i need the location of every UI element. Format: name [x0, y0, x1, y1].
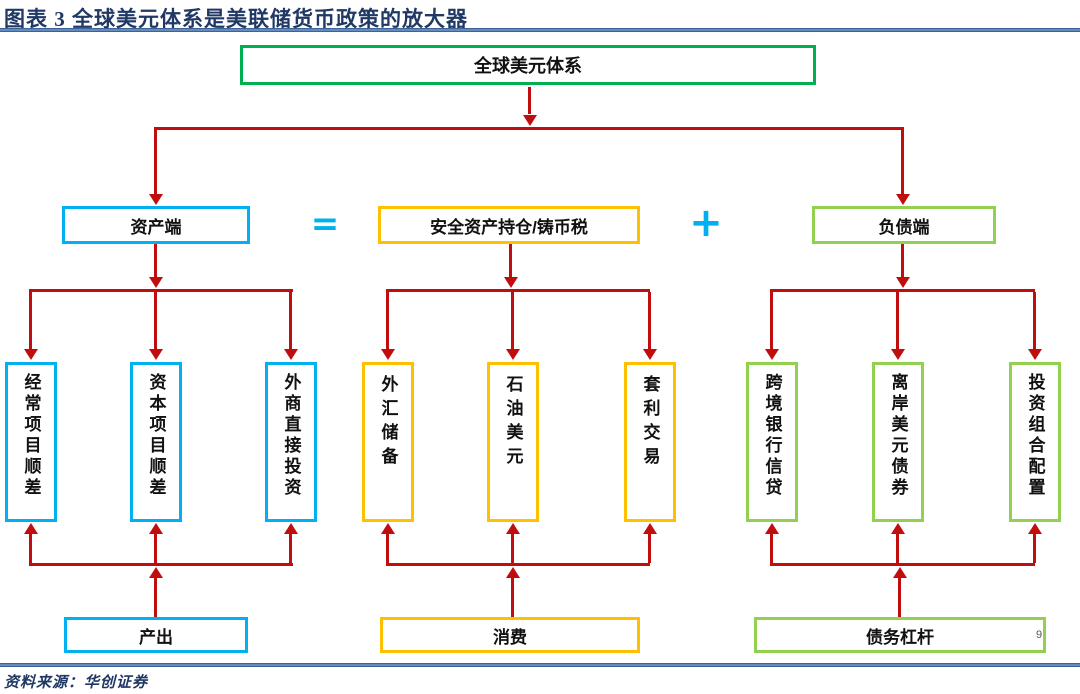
leverage-up-1-arrowhead: [765, 523, 779, 534]
output-collector-bar: [29, 563, 293, 566]
leverage-collector-bar: [770, 563, 1035, 566]
node-current-account-surplus: 经常项目顺差: [5, 362, 57, 522]
node-capital-account-surplus: 资本项目顺差: [130, 362, 182, 522]
connector-top-split: [154, 127, 904, 130]
consumption-up-2-arrowhead: [506, 523, 520, 534]
node-liability-side: 负债端: [812, 206, 996, 244]
equals-operator: =: [310, 204, 340, 244]
safe-asset-drop-1: [386, 292, 389, 349]
node-portfolio-allocation: 投资组合配置: [1009, 362, 1061, 522]
node-safe-asset-seigniorage: 安全资产持仓/铸币税: [378, 206, 640, 244]
asset-drop-3-arrowhead: [284, 349, 298, 360]
consumption-up-3: [648, 533, 651, 563]
arrowhead-top-stem: [523, 115, 537, 126]
node-petrodollar: 石油美元: [487, 362, 539, 522]
consumption-collector-bar: [386, 563, 650, 566]
node-debt-leverage: 债务杠杆: [754, 617, 1046, 653]
liability-drop-3: [1033, 292, 1036, 349]
liability-drop-3-arrowhead: [1028, 349, 1042, 360]
node-offshore-dollar-bonds: 离岸美元债券: [872, 362, 924, 522]
output-stem-arrowhead: [149, 567, 163, 578]
consumption-stem-arrowhead: [506, 567, 520, 578]
consumption-up-3-arrowhead: [643, 523, 657, 534]
asset-branch-bar: [29, 289, 293, 292]
safe-asset-branch-bar: [386, 289, 650, 292]
node-cross-border-bank-credit: 跨境银行信贷: [746, 362, 798, 522]
consumption-up-2: [511, 533, 514, 563]
liability-branch-stem: [901, 244, 904, 277]
liability-branch-stem-arrowhead: [896, 277, 910, 288]
figure-title: 图表 3 全球美元体系是美联储货币政策的放大器: [4, 7, 468, 31]
node-global-dollar-system: 全球美元体系: [240, 45, 816, 85]
safe-asset-drop-1-arrowhead: [381, 349, 395, 360]
output-up-2: [154, 533, 157, 563]
node-asset-side: 资产端: [62, 206, 250, 244]
liability-branch-bar: [770, 289, 1035, 292]
leverage-up-2-arrowhead: [891, 523, 905, 534]
output-up-3: [289, 533, 292, 563]
node-output: 产出: [64, 617, 248, 653]
safe-asset-drop-2-arrowhead: [506, 349, 520, 360]
node-fx-reserves: 外汇储备: [362, 362, 414, 522]
plus-operator: +: [689, 200, 723, 246]
consumption-up-1-arrowhead: [381, 523, 395, 534]
connector-top-stem: [528, 87, 531, 114]
node-carry-trade: 套利交易: [624, 362, 676, 522]
leverage-stem-arrowhead: [893, 567, 907, 578]
asset-drop-1: [29, 292, 32, 349]
output-stem: [154, 578, 157, 617]
liability-drop-1: [770, 292, 773, 349]
arrowhead-to-asset: [149, 194, 163, 205]
consumption-up-1: [386, 533, 389, 563]
connector-to-asset: [154, 127, 157, 194]
safe-asset-branch-stem: [509, 244, 512, 277]
safe-asset-drop-2: [511, 292, 514, 349]
node-foreign-direct-investment: 外商直接投资: [265, 362, 317, 522]
header-rule: [0, 28, 1080, 32]
output-up-3-arrowhead: [284, 523, 298, 534]
output-up-2-arrowhead: [149, 523, 163, 534]
liability-drop-2: [896, 292, 899, 349]
leverage-up-2: [896, 533, 899, 563]
leverage-up-3: [1033, 533, 1036, 563]
connector-to-liability: [901, 127, 904, 194]
source-note: 资料来源：华创证券: [4, 675, 149, 691]
arrowhead-to-liability: [896, 194, 910, 205]
safe-asset-drop-3: [648, 292, 651, 349]
asset-drop-1-arrowhead: [24, 349, 38, 360]
asset-drop-2-arrowhead: [149, 349, 163, 360]
leverage-stem: [898, 578, 901, 617]
asset-drop-3: [289, 292, 292, 349]
footer-rule: [0, 663, 1080, 667]
liability-drop-2-arrowhead: [891, 349, 905, 360]
safe-asset-branch-stem-arrowhead: [504, 277, 518, 288]
liability-drop-1-arrowhead: [765, 349, 779, 360]
output-up-1: [29, 533, 32, 563]
node-consumption: 消费: [380, 617, 640, 653]
asset-drop-2: [154, 292, 157, 349]
asset-branch-stem-arrowhead: [149, 277, 163, 288]
leverage-up-1: [770, 533, 773, 563]
asset-branch-stem: [154, 244, 157, 277]
output-up-1-arrowhead: [24, 523, 38, 534]
consumption-stem: [511, 578, 514, 617]
page-number: 9: [1036, 629, 1043, 641]
leverage-up-3-arrowhead: [1028, 523, 1042, 534]
safe-asset-drop-3-arrowhead: [643, 349, 657, 360]
